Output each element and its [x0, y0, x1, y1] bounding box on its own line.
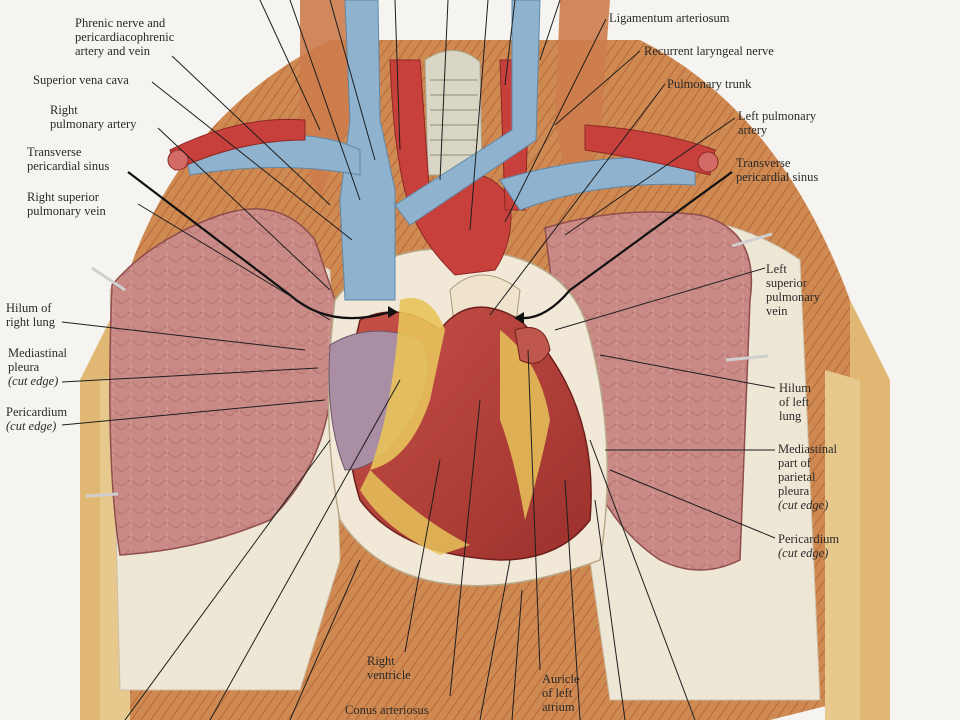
label-mediastinal-pleura: Mediastinal pleura (cut edge) — [8, 346, 70, 388]
left-pulmonary-artery — [499, 157, 696, 211]
label-right-pulmonary-artery: Right pulmonary artery — [50, 103, 137, 131]
label-hilum-right-lung: Hilum of right lung — [6, 301, 56, 329]
label-conus-arteriosus: Conus arteriosus — [345, 703, 429, 717]
label-recurrent-laryngeal-nerve: Recurrent laryngeal nerve — [644, 44, 774, 58]
leader-lines — [61, 0, 776, 720]
label-left-pulmonary-artery: Left pulmonary artery — [738, 109, 819, 137]
label-pulmonary-trunk: Pulmonary trunk — [667, 77, 752, 91]
label-transverse-pericardial-sinus-right: Transverse pericardial sinus — [736, 156, 818, 184]
label-ligamentum-arteriosum: Ligamentum arteriosum — [609, 11, 730, 25]
right-lung — [109, 208, 336, 556]
label-left-superior-pulmonary-vein: Left superior pulmonary vein — [766, 262, 823, 318]
label-pericardium-right: Pericardium (cut edge) — [778, 532, 842, 560]
label-auricle-left-atrium: Auricle of left atrium — [542, 672, 583, 714]
label-pericardium-left: Pericardium (cut edge) — [6, 405, 70, 433]
label-transverse-pericardial-sinus-left: Transverse pericardial sinus — [27, 145, 109, 173]
label-right-ventricle: Right ventricle — [367, 654, 411, 682]
label-superior-vena-cava: Superior vena cava — [33, 73, 129, 87]
trachea — [424, 50, 483, 176]
tps-arrow-right — [519, 171, 733, 320]
label-hilum-left-lung: Hilum of left lung — [779, 381, 814, 423]
label-right-superior-pulmonary-vein: Right superior pulmonary vein — [27, 190, 107, 218]
label-phrenic-nerve: Phrenic nerve and pericardiacophrenic ar… — [75, 16, 177, 58]
auricle-left-atrium — [514, 327, 551, 364]
label-mediastinal-parietal-pleura: Mediastinal part of parietal pleura (cut… — [778, 442, 840, 512]
